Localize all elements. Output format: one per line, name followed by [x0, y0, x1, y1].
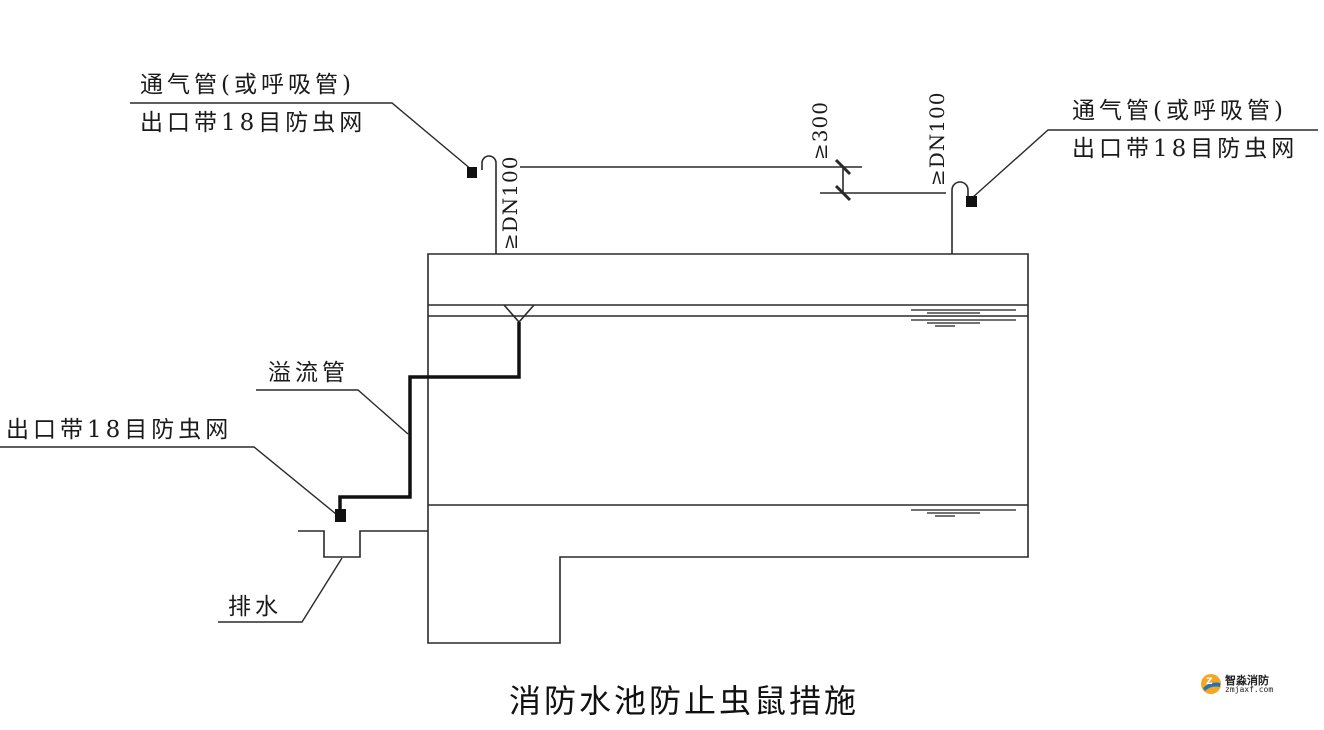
watermark-url: zmjaxf.com: [1225, 684, 1274, 694]
leader-vent-right: [971, 129, 1318, 199]
brand-logo-icon: Z: [1201, 674, 1221, 694]
watermark-brand: 智淼消防: [1225, 673, 1269, 687]
insect-screen-left: [467, 167, 477, 178]
overflow-funnel: [503, 304, 535, 324]
insect-screen-right: [966, 196, 977, 207]
height-diff-label: ≥300: [808, 101, 832, 160]
vent-right-dn-label: ≥DN100: [925, 91, 949, 186]
overflow-pipe: [338, 322, 521, 510]
vent-left-label-line2: 出口带18目防虫网: [140, 110, 367, 136]
vent-left-dn-label: ≥DN100: [498, 155, 522, 250]
water-tank: [427, 253, 1029, 644]
drain-pit: [298, 530, 428, 558]
leader-vent-left: [130, 102, 473, 171]
overflow-pipe-label: 溢流管: [268, 360, 349, 386]
vent-pipe-left: [481, 155, 497, 254]
overflow-outlet-label: 出口带18目防虫网: [6, 417, 233, 443]
vent-right-label-line2: 出口带18目防虫网: [1072, 136, 1299, 162]
diagram-title: 消防水池防止虫鼠措施: [508, 682, 859, 720]
water-level-low: [911, 509, 1016, 517]
vent-right-label-line1: 通气管(或呼吸管): [1072, 98, 1287, 124]
leader-drain: [218, 557, 343, 623]
leader-overflow-outlet: [0, 446, 337, 515]
water-level-high: [911, 309, 1016, 327]
vent-left-label-line1: 通气管(或呼吸管): [140, 72, 355, 98]
leader-overflow: [256, 389, 409, 435]
watermark-logo: Z 智淼消防 zmjaxf.com: [1200, 673, 1273, 695]
svg-text:Z: Z: [1206, 677, 1213, 687]
drain-label: 排水: [228, 594, 282, 620]
overflow-insect-screen: [335, 509, 346, 522]
vent-pipe-right: [951, 181, 969, 254]
